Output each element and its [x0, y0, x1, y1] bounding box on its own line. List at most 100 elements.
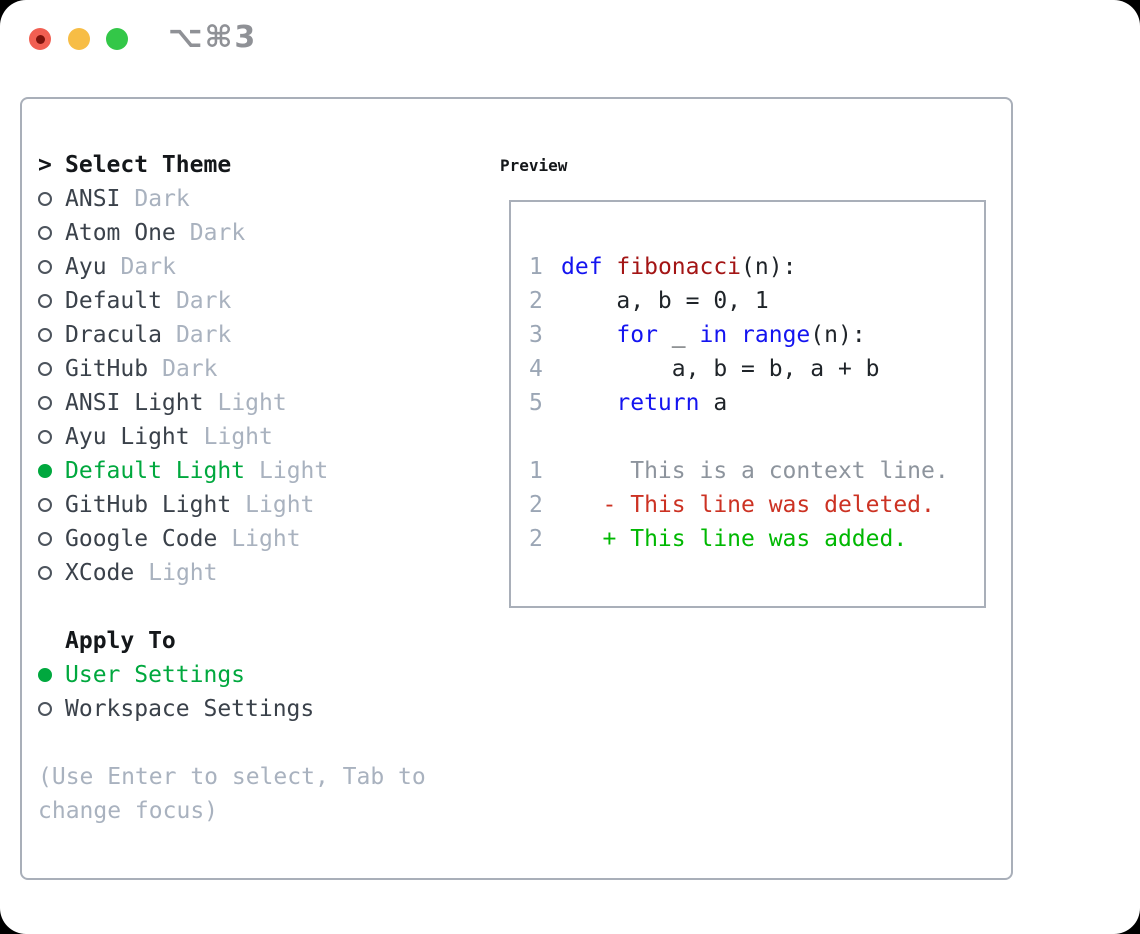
radio-icon [38, 702, 52, 716]
theme-option-marker [38, 396, 65, 410]
theme-option[interactable]: Google Code Light [38, 522, 478, 556]
line-number: 4 [529, 356, 543, 382]
theme-variant-tag: Light [245, 492, 315, 518]
code-segment: in [699, 322, 728, 348]
line-number: 1 [529, 254, 543, 280]
code-segment: return [616, 390, 700, 416]
code-segment: _ [657, 322, 700, 348]
apply-to-header-row: Apply To [38, 624, 478, 658]
hint-text: change focus) [38, 798, 219, 824]
theme-option[interactable]: GitHub Light Light [38, 488, 478, 522]
theme-name: Atom One [65, 220, 176, 246]
theme-name: Dracula [65, 322, 162, 348]
window-shortcut-label: ⌥⌘3 [168, 20, 258, 55]
radio-icon [38, 362, 52, 376]
code-segment: + This line was added. [561, 526, 908, 552]
preview-line: 4 a, b = b, a + b [529, 352, 984, 386]
preview-line: 3 for _ in range(n): [529, 318, 984, 352]
radio-icon [38, 328, 52, 342]
code-segment: a, b = 0, 1 [561, 288, 769, 314]
theme-name: Google Code [65, 526, 218, 552]
radio-icon [38, 260, 52, 274]
preview-line: 2 + This line was added. [529, 522, 984, 556]
theme-name: Default [65, 288, 162, 314]
theme-name: XCode [65, 560, 135, 586]
theme-name: GitHub Light [65, 492, 232, 518]
close-dot-icon [35, 34, 45, 44]
radio-icon [38, 566, 52, 580]
apply-to-option[interactable]: User Settings [38, 658, 478, 692]
theme-option-marker [38, 566, 65, 580]
theme-option-marker [38, 464, 65, 478]
theme-option-marker [38, 532, 65, 546]
focus-caret: > [38, 152, 52, 178]
radio-selected-icon [38, 464, 52, 478]
theme-name: ANSI [65, 186, 121, 212]
code-segment: def [561, 254, 603, 280]
spacer-row [38, 726, 478, 760]
code-segment [727, 322, 741, 348]
apply-to-option-name: Workspace Settings [65, 696, 315, 722]
theme-option[interactable]: Default Light Light [38, 454, 478, 488]
theme-option-marker [38, 498, 65, 512]
theme-option-marker [38, 362, 65, 376]
theme-variant-tag: Dark [175, 322, 232, 348]
zoom-button[interactable] [106, 28, 128, 50]
code-segment: (n): [810, 322, 866, 348]
preview-line: 1 This is a context line. [529, 454, 984, 488]
theme-variant-tag: Dark [175, 288, 232, 314]
radio-selected-icon [38, 668, 52, 682]
radio-icon [38, 226, 52, 240]
theme-option[interactable]: Dracula Dark [38, 318, 478, 352]
line-number: 5 [529, 390, 543, 416]
preview-line: 2 - This line was deleted. [529, 488, 984, 522]
preview-title-row: Preview [500, 148, 567, 182]
theme-variant-tag: Dark [162, 356, 218, 382]
code-segment: a, b = b, a + b [561, 356, 880, 382]
apply-to-option-name: User Settings [65, 662, 246, 688]
theme-name: GitHub [65, 356, 149, 382]
radio-icon [38, 294, 52, 308]
theme-name: Default Light [65, 458, 246, 484]
close-button[interactable] [29, 28, 51, 50]
select-theme-header-row: > Select Theme [38, 148, 478, 182]
theme-variant-tag: Light [231, 526, 301, 552]
radio-icon [38, 532, 52, 546]
theme-variant-tag: Dark [189, 220, 246, 246]
apply-to-option-marker [38, 702, 65, 716]
code-segment: range [741, 322, 811, 348]
code-segment [561, 322, 616, 348]
theme-option-marker [38, 192, 65, 206]
theme-option[interactable]: GitHub Dark [38, 352, 478, 386]
apply-to-option[interactable]: Workspace Settings [38, 692, 478, 726]
line-number: 2 [529, 526, 543, 552]
code-segment: a [699, 390, 728, 416]
line-number: 2 [529, 288, 543, 314]
section-title-select-theme: Select Theme [65, 152, 232, 178]
line-number: 2 [529, 492, 543, 518]
radio-icon [38, 430, 52, 444]
minimize-button[interactable] [68, 28, 90, 50]
theme-option[interactable]: Atom One Dark [38, 216, 478, 250]
apply-to-option-marker [38, 668, 65, 682]
preview-line: 2 a, b = 0, 1 [529, 284, 984, 318]
preview-line: 5 return a [529, 386, 984, 420]
theme-variant-tag: Light [259, 458, 329, 484]
spacer-row [38, 590, 478, 624]
line-number: 1 [529, 458, 543, 484]
theme-variant-tag: Light [203, 424, 273, 450]
theme-option[interactable]: Default Dark [38, 284, 478, 318]
section-title-apply-to: Apply To [65, 628, 176, 654]
code-segment [603, 254, 617, 280]
code-segment: - This line was deleted. [561, 492, 935, 518]
hint-text: (Use Enter to select, Tab to [38, 764, 426, 790]
theme-option-marker [38, 294, 65, 308]
